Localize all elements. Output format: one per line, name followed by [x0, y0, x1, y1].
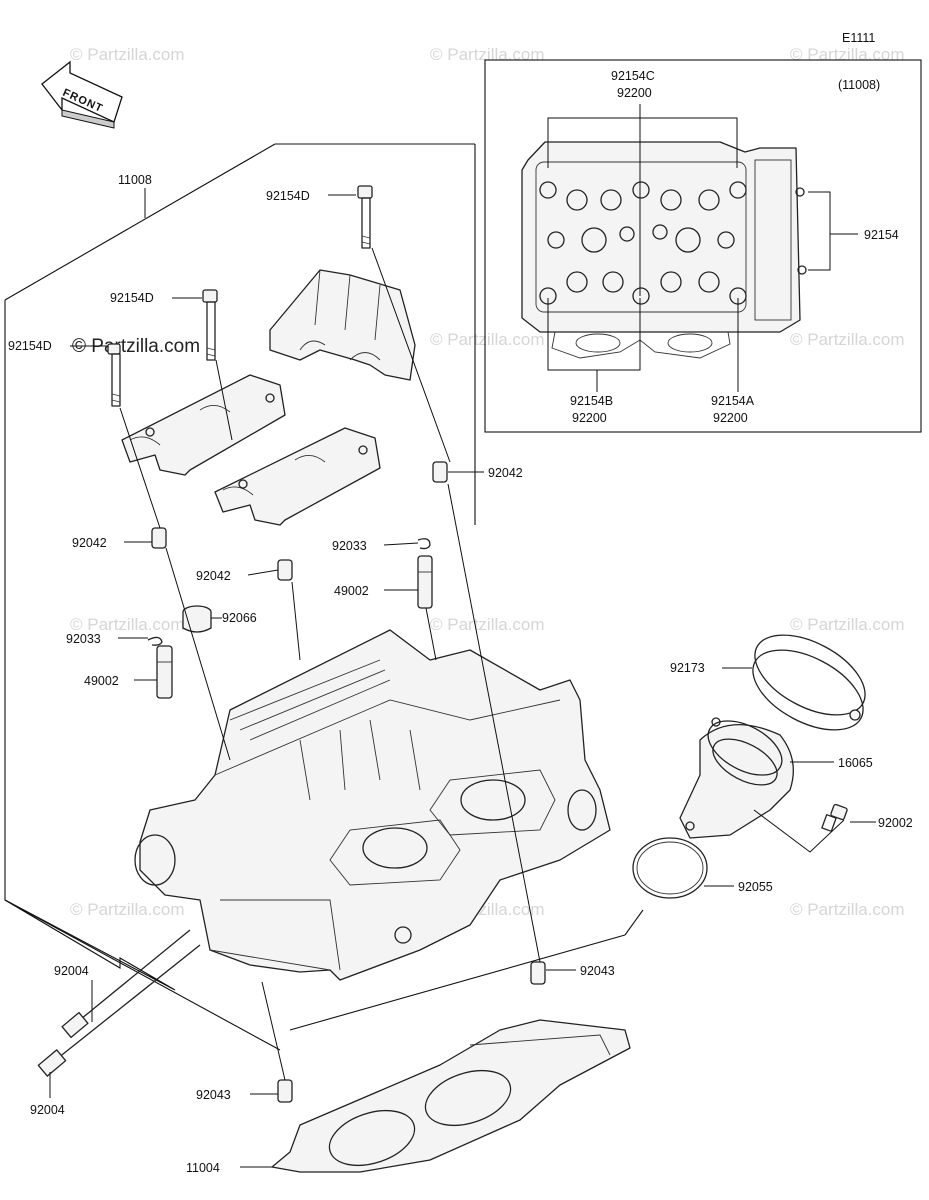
frame-top-left: [4, 143, 276, 301]
align-line: [447, 483, 541, 963]
watermark: © Partzilla.com: [790, 615, 905, 634]
label-92004-b: 92004: [30, 1103, 65, 1117]
bolt-92154D-left: [107, 343, 121, 407]
bolt-92154D-mid: [202, 289, 218, 361]
dowel-pin-92042-b: [151, 527, 167, 549]
watermark: © Partzilla.com: [430, 615, 545, 634]
label-92042-c: 92042: [196, 569, 231, 583]
watermark: © Partzilla.com: [790, 900, 905, 919]
label-92043-b: 92043: [196, 1088, 231, 1102]
label-92042-a: 92042: [488, 466, 523, 480]
cam-cap-right: [214, 427, 381, 526]
cam-cap-left: [121, 374, 286, 476]
leader-92033-a: [383, 542, 419, 546]
label-16065: 16065: [838, 756, 873, 770]
watermark: © Partzilla.com: [70, 45, 185, 64]
bolt-92154D-top: [357, 185, 373, 249]
leader-92154: [808, 191, 831, 271]
label-92055: 92055: [738, 880, 773, 894]
valve-guide-49002-a: [417, 555, 433, 609]
label-92200-left: 92200: [572, 411, 607, 425]
stud-92004-a: [61, 929, 191, 1039]
align-line: [215, 359, 233, 441]
label-92200-top: 92200: [617, 86, 652, 100]
label-92154D-top: 92154D: [266, 189, 310, 203]
valve-guide-49002-b: [156, 645, 173, 699]
watermark: © Partzilla.com: [430, 330, 545, 349]
frame-bottom: [289, 934, 626, 1031]
throttle-holder-16065: [679, 717, 794, 839]
align-line: [165, 547, 231, 761]
align-line: [261, 981, 286, 1081]
clamp-92173: [752, 634, 866, 731]
diagram-code: E1111: [842, 31, 875, 45]
align-line: [425, 607, 437, 661]
watermark: © Partzilla.com: [430, 45, 545, 64]
label-49002-a: 49002: [334, 584, 369, 598]
label-92154B: 92154B: [570, 394, 613, 408]
inset-frame: [484, 59, 922, 433]
label-92154D-mid: 92154D: [110, 291, 154, 305]
align-line: [371, 247, 451, 463]
label-11004: 11004: [186, 1161, 220, 1175]
watermark: © Partzilla.com: [70, 615, 185, 634]
dowel-pin-92042-c: [277, 559, 293, 581]
leader-92002-16065: [753, 809, 845, 853]
label-92033-a: 92033: [332, 539, 367, 553]
front-arrow-icon: FRONT: [41, 60, 123, 129]
label-92154: 92154: [864, 228, 899, 242]
leader-92154B: [547, 298, 641, 371]
label-92154C: 92154C: [611, 69, 655, 83]
inset-bolts: [539, 181, 807, 305]
frame-bottom-corner: [624, 909, 644, 936]
head-gasket-11004: [271, 1019, 631, 1173]
label-49002-b: 49002: [84, 674, 119, 688]
watermark: © Partzilla.com: [790, 330, 905, 349]
align-line: [119, 407, 161, 529]
dowel-pin-92042-a: [432, 461, 448, 483]
cam-holder-center: [269, 269, 416, 381]
label-92173: 92173: [670, 661, 705, 675]
frame-bottom-left: [4, 899, 281, 1051]
dowel-pin-92043-a: [530, 961, 546, 985]
label-92066: 92066: [222, 611, 257, 625]
label-92002: 92002: [878, 816, 913, 830]
o-ring-92055: [632, 837, 708, 899]
label-11008: 11008: [118, 173, 152, 187]
stud-92004-b: [37, 944, 201, 1077]
label-92154D-left: 92154D: [8, 339, 52, 353]
leader-92042-c: [247, 569, 279, 576]
label-92043-a: 92043: [580, 964, 615, 978]
label-92154A: 92154A: [711, 394, 755, 408]
label-92042-b: 92042: [72, 536, 107, 550]
watermark-prominent: © Partzilla.com: [72, 336, 200, 357]
label-92200-right: 92200: [713, 411, 748, 425]
align-line: [291, 581, 301, 661]
watermarks: © Partzilla.com © Partzilla.com © Partzi…: [70, 45, 905, 919]
clip-92033-b: [147, 636, 163, 646]
watermark: © Partzilla.com: [70, 900, 185, 919]
inset-ref: (11008): [838, 78, 880, 92]
label-92033-b: 92033: [66, 632, 101, 646]
inset-head-top-view: [521, 141, 807, 359]
dowel-pin-92043-b: [277, 1079, 293, 1103]
leader-92154C: [547, 117, 738, 168]
watermark: © Partzilla.com: [790, 45, 905, 64]
clip-92033-a: [417, 538, 431, 550]
bolt-92002: [821, 803, 848, 832]
label-92004-a: 92004: [54, 964, 89, 978]
